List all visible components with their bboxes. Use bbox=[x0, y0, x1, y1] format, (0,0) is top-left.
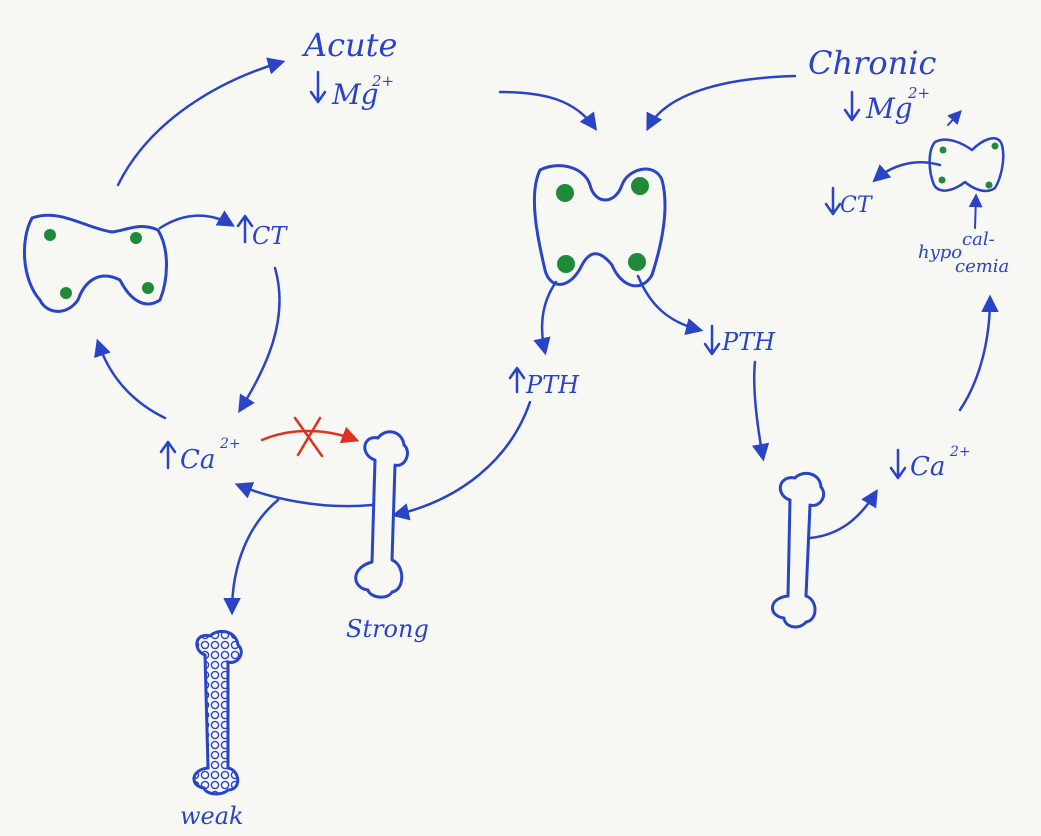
ct-up-label: CT bbox=[252, 222, 288, 250]
chronic-label: Chronic bbox=[808, 44, 937, 82]
ct-down-label: CT bbox=[840, 193, 874, 218]
nodule bbox=[60, 287, 72, 299]
hypocalcemia-label-part3: cemia bbox=[955, 256, 1009, 277]
nodule bbox=[986, 182, 993, 189]
nodule bbox=[631, 177, 649, 195]
pth-up-label: PTH bbox=[525, 371, 580, 399]
weak-label: weak bbox=[180, 802, 244, 830]
chronic-mg-superscript: 2+ bbox=[907, 84, 930, 102]
nodule bbox=[940, 147, 947, 154]
ca-down-label: Ca bbox=[910, 452, 945, 482]
ca-up-superscript: 2+ bbox=[219, 436, 241, 452]
nodule bbox=[130, 232, 142, 244]
nodule bbox=[992, 143, 999, 150]
acute-mg-superscript: 2+ bbox=[371, 72, 394, 90]
nodule bbox=[557, 255, 575, 273]
nodule bbox=[628, 253, 646, 271]
nodule bbox=[556, 184, 574, 202]
nodule bbox=[142, 282, 154, 294]
chronic-mg-label: Mg bbox=[865, 92, 913, 125]
nodule bbox=[939, 177, 946, 184]
strong-label: Strong bbox=[346, 615, 429, 643]
ca-up-label: Ca bbox=[180, 445, 215, 475]
arrow bbox=[975, 196, 976, 228]
hypocalcemia-label-part2: cal- bbox=[962, 229, 995, 250]
ca-down-superscript: 2+ bbox=[949, 444, 971, 460]
nodule bbox=[44, 229, 56, 241]
pth-down-label: PTH bbox=[721, 328, 776, 356]
acute-label: Acute bbox=[301, 26, 397, 64]
